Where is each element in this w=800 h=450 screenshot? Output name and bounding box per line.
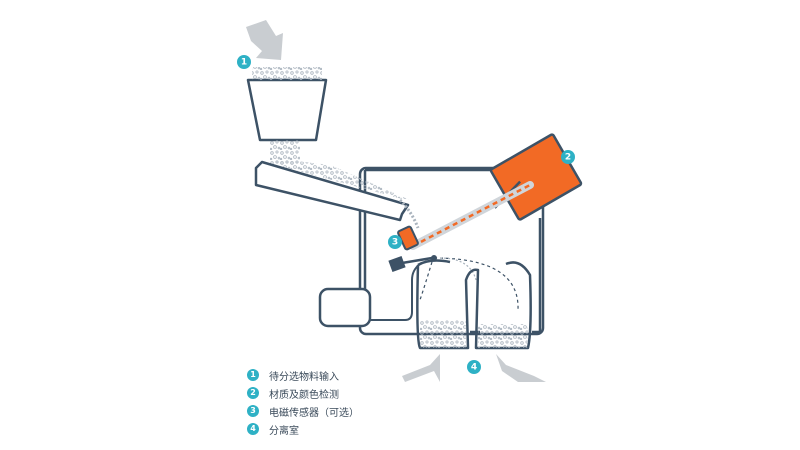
trajectories	[419, 257, 519, 311]
legend-item: 3 电磁传感器（可选）	[247, 402, 467, 420]
svg-text:3: 3	[392, 238, 398, 248]
legend-item: 4 分离室	[247, 420, 467, 438]
motor	[318, 263, 421, 328]
marker-1: 1	[237, 55, 251, 69]
input-arrow	[246, 20, 283, 60]
separation-chambers	[416, 259, 532, 350]
output-arrows	[402, 354, 546, 382]
legend-text: 材质及颜色检测	[269, 389, 339, 401]
legend-text: 待分选物料输入	[269, 371, 339, 383]
legend: 1 待分选物料输入 2 材质及颜色检测 3 电磁传感器（可选） 4 分离室	[247, 366, 467, 438]
legend-text: 分离室	[269, 425, 299, 437]
marker-2: 2	[561, 150, 575, 164]
svg-text:4: 4	[471, 363, 477, 373]
legend-badge: 1	[247, 369, 259, 381]
legend-badge: 3	[247, 405, 259, 417]
camera-detector	[489, 133, 583, 221]
legend-item: 1 待分选物料输入	[247, 366, 467, 384]
svg-text:2: 2	[565, 153, 571, 163]
chute	[254, 158, 420, 229]
legend-badge: 4	[247, 423, 259, 435]
marker-4: 4	[467, 360, 481, 374]
hopper	[246, 67, 328, 164]
legend-item: 2 材质及颜色检测	[247, 384, 467, 402]
marker-3: 3	[388, 235, 402, 249]
legend-text: 电磁传感器（可选）	[269, 407, 359, 419]
svg-text:1: 1	[241, 58, 247, 68]
legend-badge: 2	[247, 387, 259, 399]
detection-beam	[409, 181, 534, 250]
